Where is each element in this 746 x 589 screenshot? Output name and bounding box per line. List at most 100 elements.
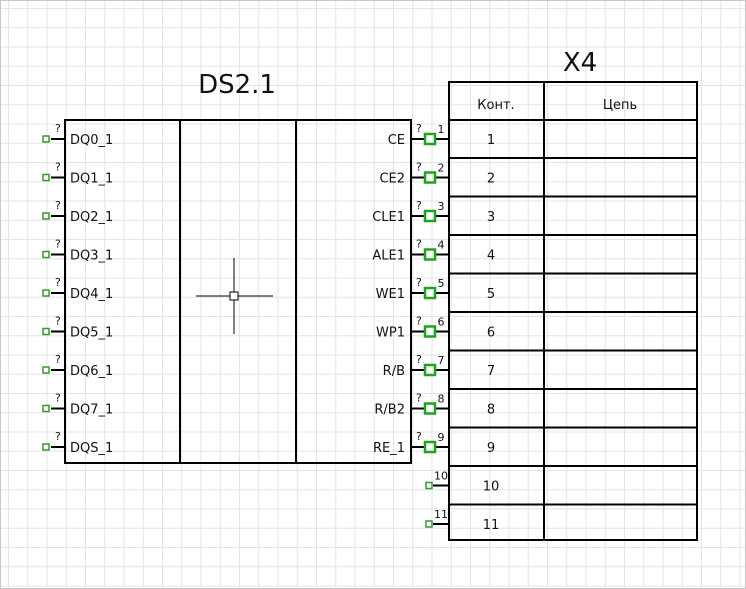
pin-end-marker[interactable] (423, 171, 437, 184)
connector-pin[interactable]: 8 (438, 393, 445, 406)
connector-pin-number: 6 (438, 316, 445, 329)
left-pin[interactable]: ?DQ3_1 (42, 238, 113, 264)
contact-number: 1 (487, 133, 495, 148)
pin-end-marker[interactable] (42, 289, 50, 297)
right-pin[interactable]: ?WE1 (376, 276, 449, 302)
origin-crosshair (196, 258, 273, 334)
pin-name: RE_1 (373, 441, 405, 456)
contact-number: 5 (487, 287, 495, 302)
right-pin[interactable]: ? R/B2 (374, 392, 449, 418)
right-pins: ?CE?CE2?CLE1?ALE1?WE1?WP1?R/B?R/B2?RE_1 (372, 122, 449, 456)
connector-pin-number: 10 (434, 470, 448, 483)
component-body (64, 119, 412, 464)
contact-number: 6 (487, 326, 495, 341)
connector-row[interactable]: 5 (449, 287, 697, 313)
pin-unassigned-marker: ? (416, 161, 422, 174)
pin-end-marker[interactable] (42, 135, 50, 143)
pin-unassigned-marker: ? (55, 161, 61, 174)
component-ds2-1[interactable]: DS2.1 ?DQ0_1?DQ1_1?DQ2_1?DQ3_1?DQ4_1?DQ5… (42, 70, 449, 464)
pin-name: DQ4_1 (70, 287, 113, 302)
right-pin[interactable]: ? RE_1 (373, 430, 449, 456)
connector-pin-number: 2 (438, 162, 445, 175)
left-pin[interactable]: ?DQ2_1 (42, 199, 113, 225)
connector-row[interactable]: 9 (449, 441, 697, 467)
connector-pin[interactable]: 3 (438, 200, 445, 213)
left-pin[interactable]: ?DQ1_1 (42, 161, 113, 187)
connector-pin[interactable]: 11 (425, 508, 449, 528)
pin-unassigned-marker: ? (55, 122, 61, 135)
pin-unassigned-marker: ? (55, 392, 61, 405)
connector-row[interactable]: 7 (449, 364, 697, 390)
connector-pin[interactable]: 10 (425, 470, 449, 490)
connector-row[interactable]: 6 (449, 326, 697, 352)
connector-pin[interactable]: 6 (438, 316, 445, 329)
contact-number: 7 (487, 364, 495, 379)
connector-pin[interactable]: 5 (438, 277, 445, 290)
connector-row[interactable]: 1 (449, 133, 697, 159)
pin-unassigned-marker: ? (416, 430, 422, 443)
pin-name: DQ0_1 (70, 133, 113, 148)
pin-end-marker[interactable] (423, 440, 437, 454)
pin-unassigned-marker: ? (416, 199, 422, 212)
connector-rows: 1 2 3 4 5 6 7 8 9 10 11 (449, 133, 697, 533)
connector-pin-number: 4 (438, 239, 445, 252)
pin-end-marker[interactable] (423, 325, 437, 338)
right-pin[interactable]: ?WP1 (376, 315, 449, 341)
pin-unassigned-marker: ? (55, 238, 61, 251)
pin-name: CLE1 (372, 210, 405, 225)
left-pin[interactable]: ? DQ0_1 (42, 122, 113, 148)
connector-row[interactable]: 11 (483, 518, 500, 533)
connector-pin[interactable]: 7 (438, 354, 445, 367)
connector-row[interactable]: 3 (449, 210, 697, 236)
pin-end-marker[interactable] (423, 248, 437, 261)
left-pin[interactable]: ?DQ5_1 (42, 315, 113, 341)
pin-end-marker[interactable] (42, 404, 50, 413)
pin-unassigned-marker: ? (55, 353, 61, 366)
pin-end-marker[interactable] (425, 481, 433, 490)
connector-row[interactable]: 8 (449, 403, 697, 429)
pin-end-marker[interactable] (423, 402, 437, 415)
left-pin[interactable]: ? DQ4_1 (42, 276, 113, 302)
left-pins: ? DQ0_1 ?DQ1_1 ?DQ2_1 ?DQ3_1? DQ4_1 ?DQ5_1 ?DQ6… (42, 122, 113, 456)
pin-unassigned-marker: ? (55, 276, 61, 289)
pin-name: R/B2 (374, 403, 405, 418)
connector-pin[interactable]: 2 (438, 162, 445, 175)
left-pin[interactable]: ?DQ6_1 (42, 353, 113, 379)
connector-pin[interactable]: 4 (438, 239, 445, 252)
pin-name: DQS_1 (70, 441, 113, 456)
connector-row[interactable]: 2 (449, 172, 697, 198)
pin-end-marker[interactable] (42, 212, 50, 220)
pin-end-marker[interactable] (423, 209, 437, 223)
pin-end-marker[interactable] (42, 173, 50, 182)
pin-name: CE (388, 133, 405, 148)
pin-end-marker[interactable] (423, 286, 437, 300)
connector-row[interactable]: 10 (449, 480, 697, 506)
pin-end-marker[interactable] (425, 520, 433, 528)
pin-end-marker[interactable] (423, 132, 437, 146)
right-pin[interactable]: ?ALE1 (372, 238, 449, 264)
pin-unassigned-marker: ? (55, 199, 61, 212)
contact-number: 8 (487, 403, 495, 418)
column-header-net: Цепь (603, 98, 637, 113)
right-pin[interactable]: ?CE (388, 122, 449, 148)
pin-end-marker[interactable] (42, 443, 50, 451)
column-header-contact: Конт. (477, 98, 514, 113)
connector-pin[interactable]: 1 (438, 123, 445, 136)
left-pin[interactable]: ? DQ7_1 (42, 392, 113, 418)
pin-unassigned-marker: ? (416, 392, 422, 405)
connector-row[interactable]: 4 (449, 249, 697, 275)
connector-designator: X4 (563, 48, 597, 78)
left-pin[interactable]: ?DQS_1 (42, 430, 113, 456)
right-pin[interactable]: ?CE2 (379, 161, 449, 187)
pin-end-marker[interactable] (423, 363, 437, 377)
pin-end-marker[interactable] (42, 327, 50, 336)
pin-end-marker[interactable] (42, 366, 50, 374)
connector-pin[interactable]: 9 (438, 431, 445, 444)
pin-end-marker[interactable] (42, 250, 50, 259)
pin-name: DQ7_1 (70, 403, 113, 418)
right-pin[interactable]: ? CLE1 (372, 199, 449, 225)
right-pin[interactable]: ?R/B (383, 353, 449, 379)
